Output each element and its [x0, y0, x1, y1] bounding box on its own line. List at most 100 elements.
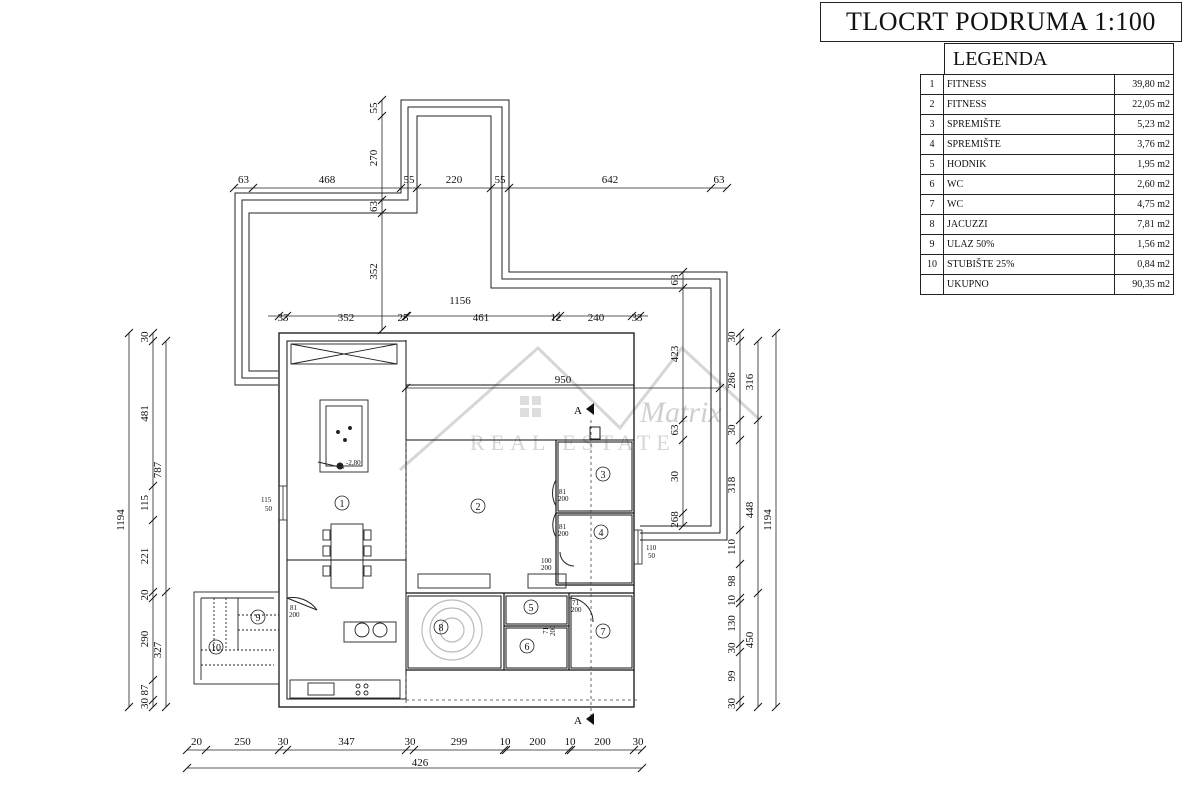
room-number-6: 6 [525, 642, 530, 653]
dimension-label: 30 [405, 736, 417, 748]
dimension-tick [753, 415, 763, 425]
dimension-tick [735, 593, 745, 603]
dimension-tick [148, 336, 158, 346]
door-2-top: 81 [559, 523, 567, 531]
dimension-tick [282, 311, 292, 321]
door-5-top: 71 [572, 599, 580, 607]
dimension-tick [629, 745, 639, 755]
legend-row-area: 1,56 m2 [1114, 234, 1174, 255]
dimension-tick [402, 311, 412, 321]
dimension-label: 30 [726, 698, 738, 710]
dimension-label: 20 [139, 589, 151, 601]
door-4-top: 81 [290, 604, 298, 612]
dimension-tick [377, 95, 387, 105]
dimension-tick [148, 328, 158, 338]
legend-row-name: WC [943, 174, 1115, 195]
dimension-tick [735, 695, 745, 705]
dimension-tick [148, 695, 158, 705]
legend-row-name: STUBIŠTE 25% [943, 254, 1115, 275]
dimension-label: 30 [726, 424, 738, 436]
door-3-bottom: 200 [541, 564, 552, 572]
room-number-5: 5 [529, 603, 534, 614]
door-3-top: 100 [541, 557, 552, 565]
dimension-tick [377, 111, 387, 121]
dimension-label: 30 [278, 736, 290, 748]
legend-row-name: FITNESS [943, 94, 1115, 115]
section-label-top: A [574, 405, 582, 417]
legend-row-number: 2 [920, 94, 944, 115]
room-number-9: 9 [256, 613, 261, 624]
dimension-tick [248, 183, 258, 193]
legend-row-number [920, 274, 944, 295]
dimension-label: 481 [139, 405, 151, 422]
dimension-label: 55 [495, 174, 507, 186]
dimension-label: 98 [726, 575, 738, 587]
level-marker: -2,80 [346, 459, 361, 467]
dimension-tick [735, 598, 745, 608]
legend-row-number: 7 [920, 194, 944, 215]
dimension-tick [735, 559, 745, 569]
dimension-label: 250 [234, 736, 251, 748]
dimension-label: 352 [368, 263, 380, 280]
legend-row-number: 6 [920, 174, 944, 195]
section-marker [586, 403, 594, 725]
dimension-tick [182, 745, 192, 755]
dimension-label: 290 [139, 630, 151, 647]
dimension-tick [124, 328, 134, 338]
dimension-label: 30 [139, 698, 151, 710]
dimension-tick [678, 435, 688, 445]
dimension-label: 25 [398, 312, 410, 324]
dimension-label: 352 [338, 312, 355, 324]
dimension-label: 30 [139, 331, 151, 343]
room-number-7: 7 [601, 627, 606, 638]
dimension-label: 468 [319, 174, 336, 186]
room-circles [208, 466, 611, 655]
window-left-bottom: 50 [265, 505, 273, 513]
legend-row-area: 90,35 m2 [1114, 274, 1174, 295]
dimension-tick [412, 183, 422, 193]
dimension-label: 200 [529, 736, 546, 748]
legend-row-area: 39,80 m2 [1114, 74, 1174, 95]
watermark-logo [399, 345, 762, 472]
dimension-label: 110 [726, 538, 738, 555]
dimension-label: 30 [669, 471, 681, 483]
legend-row-number: 9 [920, 234, 944, 255]
dimension-label: 99 [726, 670, 738, 682]
legend-row-name: FITNESS [943, 74, 1115, 95]
dimension-label: 33 [278, 312, 290, 324]
door-1-bottom: 200 [558, 495, 569, 503]
dashed-projection [405, 420, 640, 720]
dimension-tick [735, 639, 745, 649]
dimension-tick [678, 283, 688, 293]
legend-row-area: 5,23 m2 [1114, 114, 1174, 135]
dimension-tick [678, 508, 688, 518]
dimension-label: 33 [632, 312, 644, 324]
dimension-tick [735, 702, 745, 712]
dimension-label: 220 [446, 174, 463, 186]
dimension-tick [377, 208, 387, 218]
dimension-tick [566, 745, 576, 755]
window-left [278, 485, 288, 521]
dimension-tick [148, 593, 158, 603]
dimension-tick [722, 183, 732, 193]
legend-row-area: 22,05 m2 [1114, 94, 1174, 115]
dimension-label: 10 [565, 736, 577, 748]
dimension-label: 268 [669, 511, 681, 528]
room-number-4: 4 [599, 528, 604, 539]
dimension-tick [635, 311, 645, 321]
dimension-tick [771, 328, 781, 338]
legend-row-area: 2,60 m2 [1114, 174, 1174, 195]
dimension-tick [715, 383, 725, 393]
legend-row-area: 0,84 m2 [1114, 254, 1174, 275]
room-number-2: 2 [476, 502, 481, 513]
room-number-1: 1 [340, 499, 345, 510]
dimension-tick [555, 311, 565, 321]
dimension-tick [753, 588, 763, 598]
kitchen-counter [289, 621, 401, 699]
